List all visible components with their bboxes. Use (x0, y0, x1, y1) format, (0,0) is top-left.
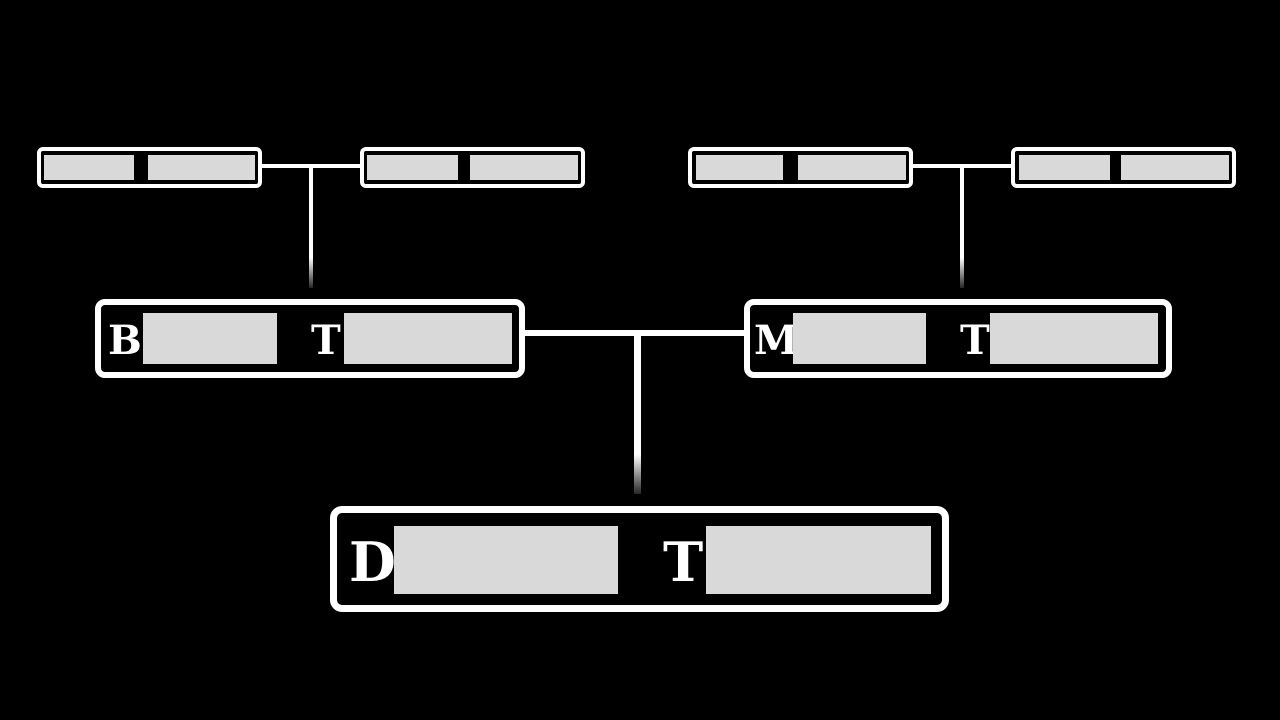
parent-node-right[interactable]: M T (744, 299, 1172, 378)
name-field (798, 155, 906, 180)
parent-node-left[interactable]: B T (95, 299, 525, 378)
name-field (706, 526, 931, 594)
name-field (793, 313, 926, 364)
name-field (143, 313, 277, 364)
initial-label: B (108, 317, 142, 364)
root-node[interactable]: D T (330, 506, 949, 612)
initial-label: T (311, 317, 341, 364)
name-field (990, 313, 1158, 364)
initial-label: T (960, 317, 990, 364)
name-field (1121, 155, 1229, 180)
grandparent-node-3[interactable] (688, 147, 913, 188)
grandparent-node-2[interactable] (360, 147, 585, 188)
initial-label: T (663, 530, 704, 594)
left-grandparents-descent-line (309, 166, 313, 288)
name-field (394, 526, 618, 594)
name-field (44, 155, 134, 180)
name-field (344, 313, 512, 364)
name-field (470, 155, 578, 180)
grandparent-node-4[interactable] (1011, 147, 1236, 188)
name-field (148, 155, 255, 180)
name-field (367, 155, 458, 180)
root-descent-line (634, 336, 641, 494)
grandparent-node-1[interactable] (37, 147, 262, 188)
name-field (696, 155, 783, 180)
initial-label: D (349, 530, 396, 594)
right-grandparents-descent-line (960, 166, 964, 288)
name-field (1019, 155, 1110, 180)
initial-label: M (754, 317, 799, 364)
